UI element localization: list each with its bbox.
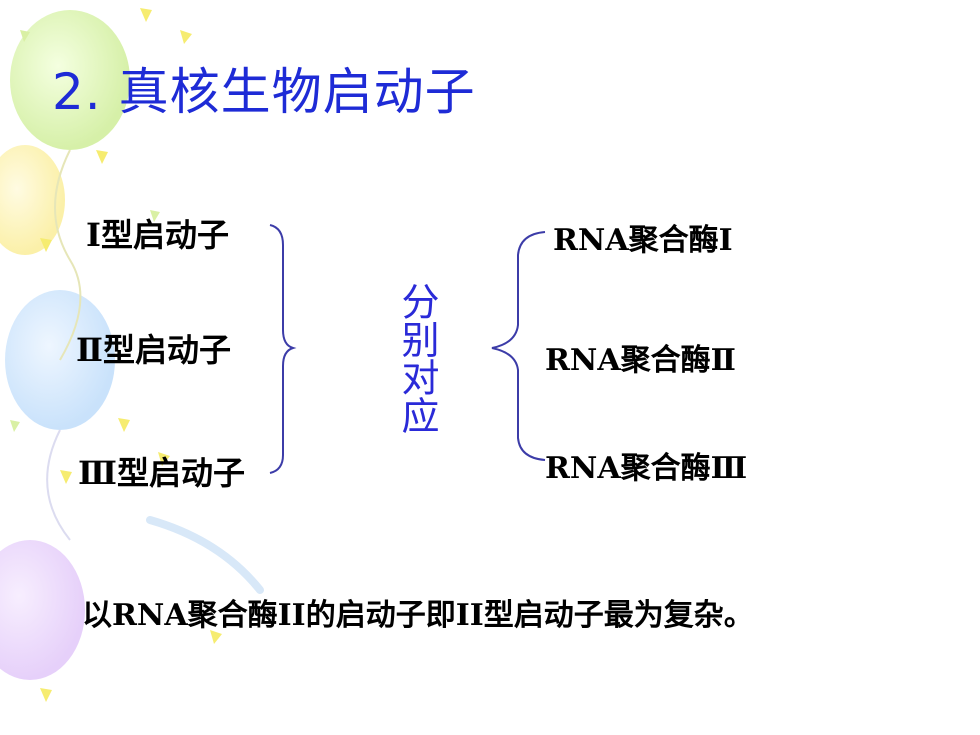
center-label-respectively-correspond: 分别对应 xyxy=(395,282,439,434)
left-item-type1-promoter: Ⅰ型启动子 xyxy=(86,216,229,254)
balloon-green xyxy=(10,10,130,150)
left-item-type2-promoter: Ⅱ型启动子 xyxy=(76,331,231,369)
right-item-rna-polymerase-2: RNA聚合酶Ⅱ xyxy=(545,343,736,378)
left-item-type3-promoter: Ⅲ型启动子 xyxy=(78,454,245,492)
footer-note: 以RNA聚合酶II的启动子即II型启动子最为复杂。 xyxy=(82,598,754,633)
page-title: 2. 真核生物启动子 xyxy=(52,63,476,121)
right-item-rna-polymerase-1: RNA聚合酶Ⅰ xyxy=(553,223,733,258)
right-item-rna-polymerase-3: RNA聚合酶Ⅲ xyxy=(545,451,748,486)
balloon-purple xyxy=(0,540,85,680)
balloon-yellow xyxy=(0,145,65,255)
